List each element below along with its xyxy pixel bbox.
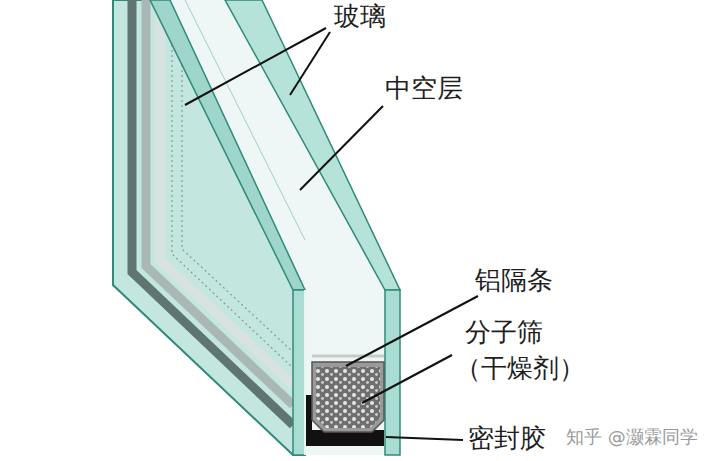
part-label: 中空层	[385, 74, 463, 104]
leader-line	[290, 32, 330, 95]
part-label: 分子筛	[465, 318, 543, 348]
watermark: 知乎 @灏霖同学	[566, 427, 698, 448]
glass-section	[385, 290, 400, 455]
front-glass-edge	[225, 0, 400, 290]
part-label: 玻璃	[334, 2, 386, 32]
part-label: （干燥剂）	[455, 354, 585, 384]
leader-line	[300, 106, 383, 190]
glass-edge	[304, 290, 306, 455]
leader-line	[386, 437, 463, 440]
leader-line	[185, 28, 326, 105]
part-label: 铝隔条	[475, 266, 553, 296]
spacer-top	[312, 355, 384, 358]
part-label: 密封胶	[468, 424, 546, 454]
glass-section	[293, 290, 305, 455]
leader-line	[362, 355, 452, 403]
